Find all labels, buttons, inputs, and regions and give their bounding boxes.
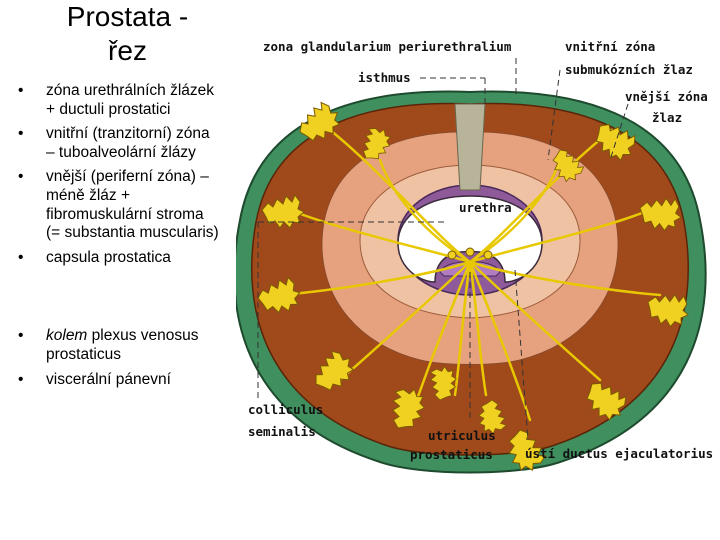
- ejaculatory-openings: [447, 247, 493, 260]
- bullet-item: capsula prostatica: [14, 249, 219, 268]
- bullet-item: vnější (periferní zóna) – méně žláz + fi…: [14, 168, 219, 242]
- bullet-kolem-rest: plexus venosus prostaticus: [46, 327, 199, 363]
- label-vnitrni-2: submukózních žlaz: [565, 62, 693, 77]
- bullet-item: viscerální pánevní: [14, 371, 219, 390]
- label-urethra: urethra: [459, 200, 512, 215]
- bullet-kolem-emphasis: kolem: [46, 327, 88, 345]
- bullet-item-kolem: kolem plexus venosus prostaticus: [14, 327, 219, 364]
- title-line-2: řez: [108, 35, 147, 66]
- label-utriculus-2: prostaticus: [410, 447, 493, 462]
- prostate-section-diagram: zona glandularium periurethralium isthmu…: [236, 39, 713, 477]
- label-vnejsi-1: vnější zóna: [625, 89, 708, 104]
- label-colliculus-2: seminalis: [248, 424, 316, 439]
- label-colliculus-1: colliculus: [248, 402, 323, 417]
- label-zona-glandularium: zona glandularium periurethralium: [263, 39, 512, 54]
- label-utriculus-1: utriculus: [428, 428, 496, 443]
- bullet-item: vnitřní (tranzitorní) zóna – tuboalveolá…: [14, 125, 219, 162]
- label-isthmus: isthmus: [358, 70, 411, 85]
- slide-title: Prostata - řez: [40, 0, 215, 68]
- bullet-list: zóna urethrálních žlázek + ductuli prost…: [14, 82, 219, 395]
- isthmus-band: [454, 103, 486, 191]
- bullet-item: zóna urethrálních žlázek + ductuli prost…: [14, 82, 219, 119]
- label-usti: ústí ductus ejaculatorius: [525, 446, 713, 461]
- label-vnejsi-2: žlaz: [652, 110, 682, 125]
- title-line-1: Prostata -: [66, 1, 189, 32]
- leader-lines: [257, 58, 629, 441]
- label-vnitrni-1: vnitřní zóna: [565, 39, 655, 54]
